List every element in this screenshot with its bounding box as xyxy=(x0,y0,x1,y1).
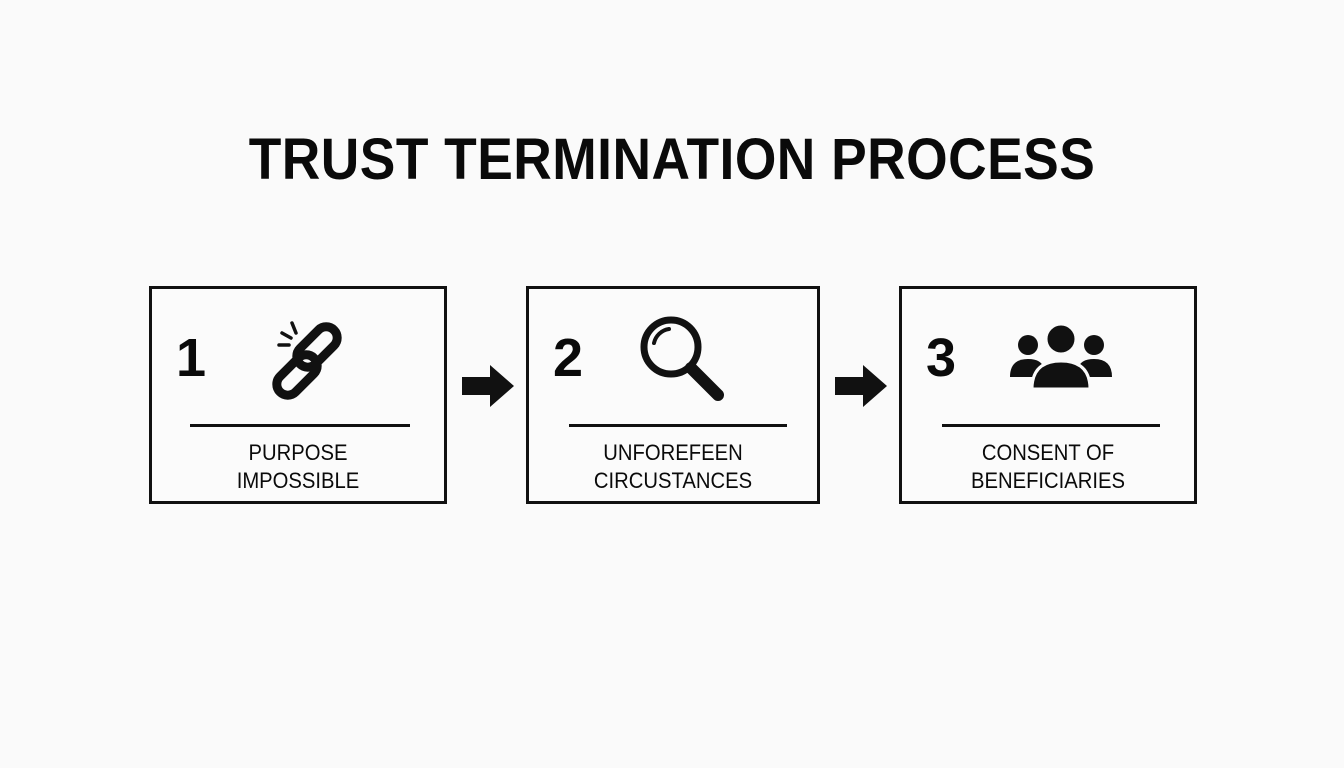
people-group-icon xyxy=(1006,311,1116,401)
step-number: 1 xyxy=(176,328,207,388)
broken-chain-link-icon xyxy=(262,311,362,411)
step-label-line-1: PURPOSE xyxy=(248,440,348,465)
right-arrow-icon xyxy=(462,364,514,408)
step-card-1: 1 PURPOSE IMPOSSIBLE xyxy=(149,286,447,504)
diagram-title: TRUST TERMINATION PROCESS xyxy=(248,127,1096,192)
step-label-line-1: CONSENT OF xyxy=(981,440,1115,465)
step-number: 3 xyxy=(926,328,957,388)
step-divider xyxy=(942,424,1160,427)
step-label-line-1: UNFOREFEEN xyxy=(603,440,743,465)
step-card-3: 3 CONSENT OF BENEFICIARIES xyxy=(899,286,1197,504)
right-arrow-icon xyxy=(835,364,887,408)
step-label-line-2: CIRCUSTANCES xyxy=(593,468,753,493)
step-label: UNFOREFEEN CIRCUSTANCES xyxy=(541,439,806,495)
step-label: CONSENT OF BENEFICIARIES xyxy=(914,439,1183,495)
step-card-2: 2 UNFOREFEEN CIRCUSTANCES xyxy=(526,286,820,504)
step-label-line-2: BENEFICIARIES xyxy=(970,468,1126,493)
step-label-line-2: IMPOSSIBLE xyxy=(236,468,360,493)
step-number: 2 xyxy=(553,328,584,388)
step-divider xyxy=(190,424,410,427)
step-divider xyxy=(569,424,787,427)
magnifying-glass-icon xyxy=(633,311,733,411)
step-label: PURPOSE IMPOSSIBLE xyxy=(164,439,433,495)
